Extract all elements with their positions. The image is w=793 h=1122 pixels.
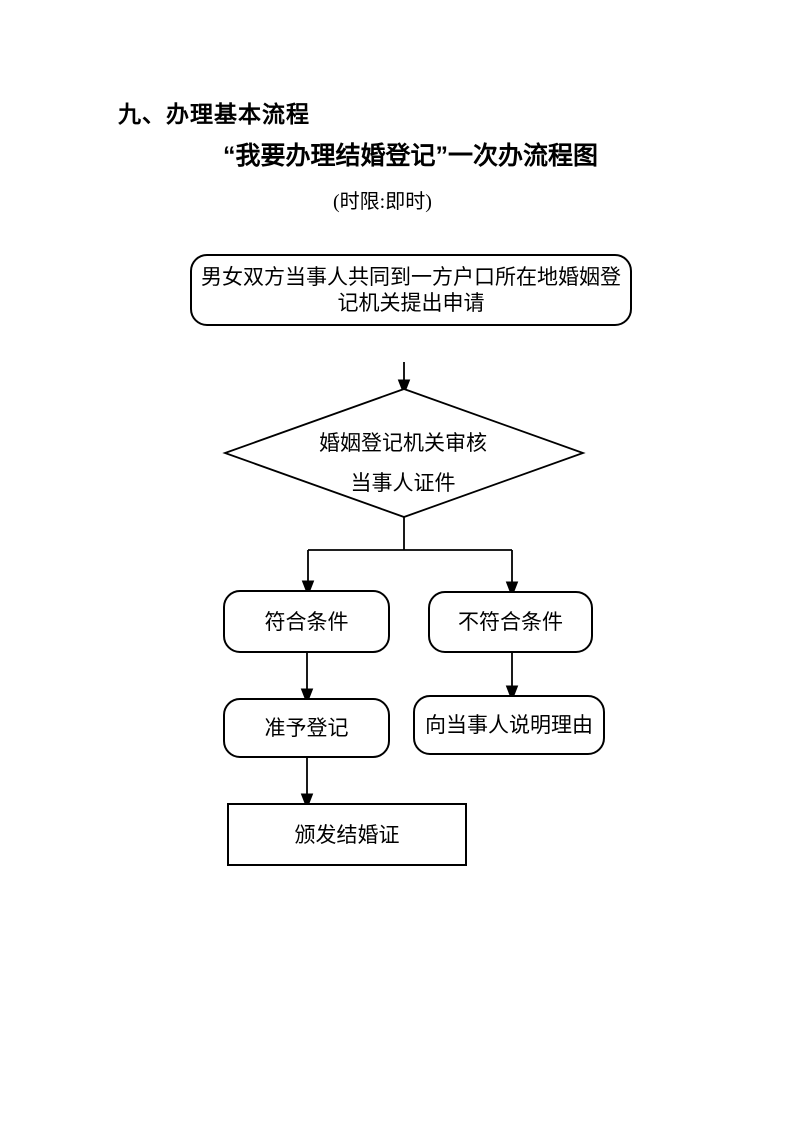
node-approve: 准予登记 [223, 698, 390, 758]
node-review-line2: 当事人证件 [350, 471, 456, 495]
node-review-label: 婚姻登记机关审核 当事人证件 [253, 423, 553, 503]
node-qualified: 符合条件 [223, 590, 390, 653]
node-apply: 男女双方当事人共同到一方户口所在地婚姻登记机关提出申请 [190, 254, 632, 326]
flowchart-title: “我要办理结婚登记”一次办流程图 [223, 142, 599, 170]
node-issue-label: 颁发结婚证 [294, 822, 400, 847]
node-qualified-label: 符合条件 [264, 609, 349, 634]
section-heading: 九、办理基本流程 [118, 101, 310, 127]
node-explain-label: 向当事人说明理由 [425, 713, 593, 737]
node-explain: 向当事人说明理由 [413, 695, 605, 755]
time-limit-note: (时限:即时) [333, 191, 432, 213]
node-apply-label: 男女双方当事人共同到一方户口所在地婚姻登记机关提出申请 [201, 265, 621, 315]
node-not-qualified: 不符合条件 [428, 591, 593, 653]
node-not-qualified-label: 不符合条件 [458, 610, 563, 634]
node-review-line1: 婚姻登记机关审核 [319, 431, 487, 455]
node-issue: 颁发结婚证 [227, 803, 467, 866]
node-approve-label: 准予登记 [264, 716, 349, 740]
